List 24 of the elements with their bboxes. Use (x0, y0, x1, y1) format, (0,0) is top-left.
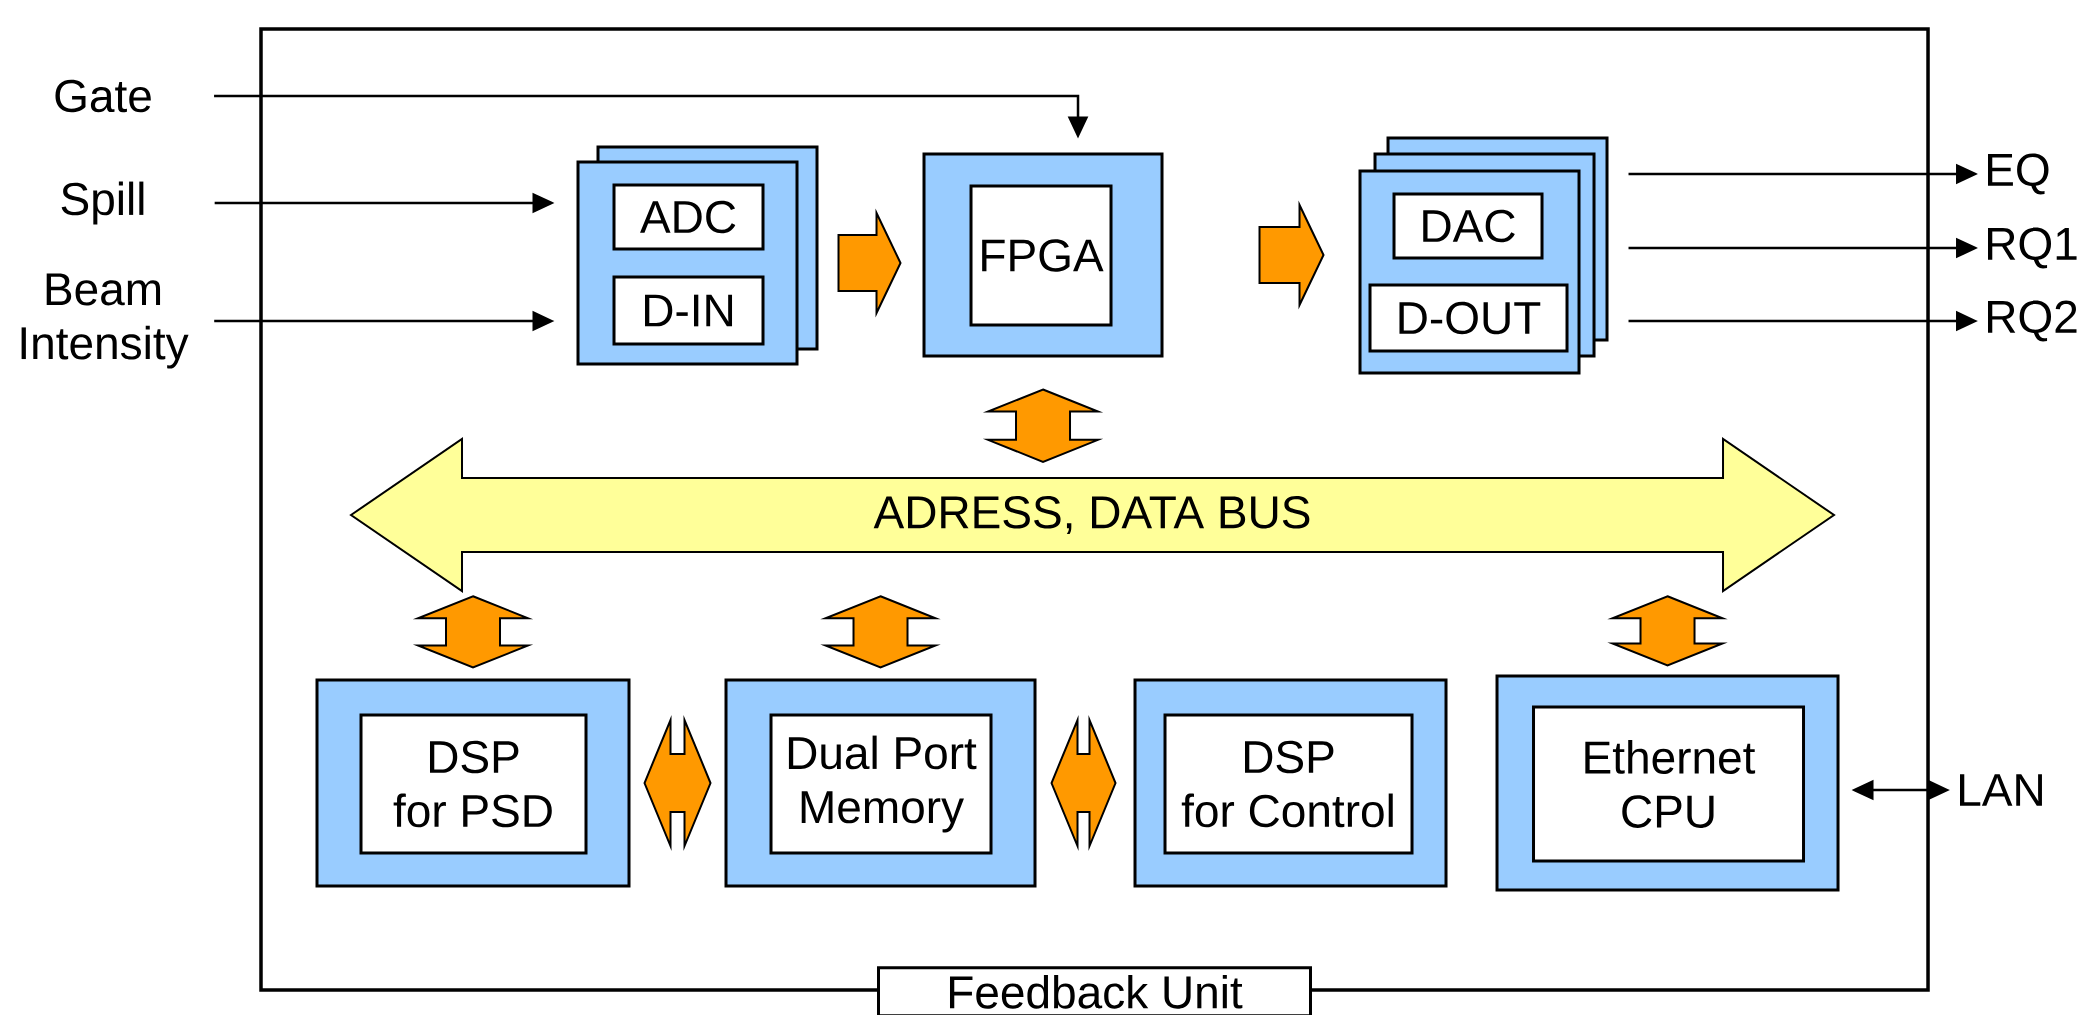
module-box: DSP for Control (1163, 713, 1414, 855)
signal-label: RQ1 (1988, 227, 2077, 269)
module-box: ADC (612, 183, 765, 251)
block-arrow (1050, 714, 1117, 852)
block-arrow (412, 595, 534, 669)
module-box: D-IN (612, 275, 765, 346)
signal-label: Gate (55, 79, 151, 113)
signal-label: LAN (1960, 774, 2042, 806)
signal-label: EQ (1988, 153, 2049, 195)
signal-label: Spill (61, 181, 144, 225)
signal-label: Beam Intensity (21, 273, 189, 369)
module-box: FPGA (969, 184, 1113, 327)
module-box: DSP for PSD (359, 713, 588, 855)
module-box: Dual Port Memory (769, 713, 993, 855)
module-box: DAC (1392, 192, 1544, 260)
signal-label: RQ2 (1988, 300, 2077, 342)
module-box: Ethernet CPU (1532, 705, 1805, 863)
block-arrow (820, 595, 941, 669)
block-arrow (982, 388, 1104, 463)
block-arrow (837, 208, 902, 318)
module-box: D-OUT (1368, 283, 1569, 353)
block-arrow (1607, 595, 1728, 667)
block-arrow (1258, 200, 1325, 310)
block-arrow (643, 714, 712, 852)
